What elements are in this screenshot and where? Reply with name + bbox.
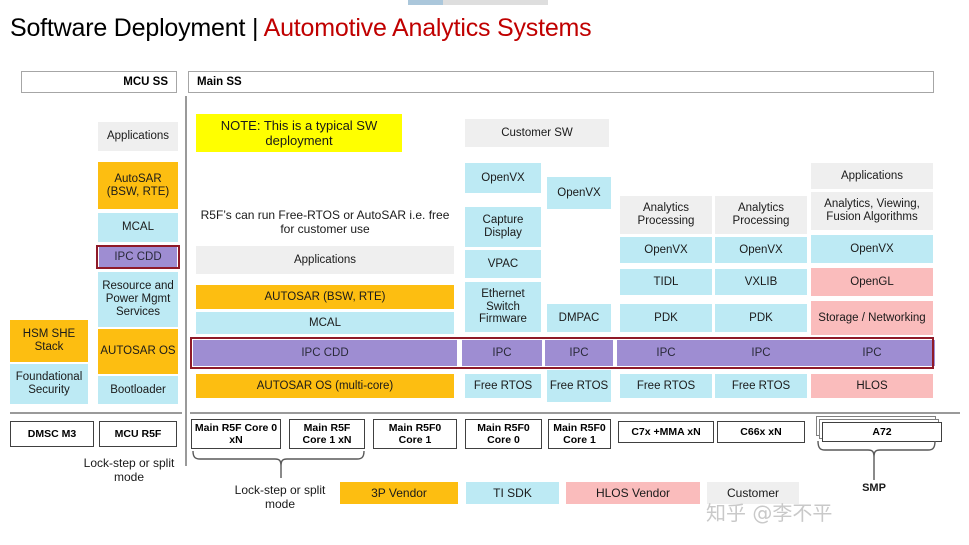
page-title-accent: Automotive Analytics Systems (263, 14, 592, 42)
col-d-openvx: OpenVX (715, 237, 807, 263)
col-d-ipc: IPC (712, 340, 810, 366)
hw-main-r5f0-core1-a: Main R5F0 Core 1 (373, 419, 457, 449)
main-customer-sw-label: Customer SW (501, 126, 573, 139)
mcu-autosar-os: AUTOSAR OS (98, 329, 178, 374)
legend-3p-vendor: 3P Vendor (340, 482, 458, 504)
mcu-bootloader-label: Bootloader (110, 383, 166, 396)
main-r5f-autosar-label: AUTOSAR (BSW, RTE) (264, 290, 386, 303)
col-b-dmpac: DMPAC (547, 304, 611, 332)
col-c-analytics-processing: Analytics Processing (620, 196, 712, 234)
legend-customer: Customer (707, 482, 799, 504)
header-main-ss-label: Main SS (197, 76, 242, 88)
col-a-free-rtos: Free RTOS (465, 374, 541, 398)
col-e-openvx: OpenVX (811, 235, 933, 263)
mcu-mcal-label: MCAL (122, 221, 154, 234)
mcu-autosar-bsw-rte: AutoSAR (BSW, RTE) (98, 162, 178, 209)
page-title-separator: | (245, 14, 264, 42)
mcu-mcal: MCAL (98, 213, 178, 242)
main-r5f-ipc-cdd-label: IPC CDD (301, 346, 349, 359)
watermark: 知乎 @李不平 (706, 501, 833, 525)
hw-main-r5f-core0-xn: Main R5F Core 0 xN (191, 419, 281, 449)
smp-label: SMP (862, 482, 886, 494)
mcu-foundational-security-label: Foundational Security (15, 371, 83, 396)
mcu-hsm-she-stack-label: HSM SHE Stack (22, 328, 76, 353)
col-c-free-rtos: Free RTOS (620, 374, 712, 398)
col-a-vpac: VPAC (465, 250, 541, 278)
col-d-pdk: PDK (715, 304, 807, 332)
main-r5f-applications: Applications (196, 246, 454, 274)
col-d-free-rtos: Free RTOS (715, 374, 807, 398)
col-a-ethernet-switch-firmware: Ethernet Switch Firmware (465, 282, 541, 332)
bracket-main-r5f (192, 450, 365, 467)
col-e-storage-networking: Storage / Networking (811, 301, 933, 335)
col-c-ipc: IPC (617, 340, 715, 366)
col-e-fusion-algorithms: Analytics, Viewing, Fusion Algorithms (811, 192, 933, 230)
hardware-divider-main (190, 412, 960, 414)
subsystem-divider (185, 96, 187, 466)
hw-main-r5f-core1-xn: Main R5F Core 1 xN (289, 419, 365, 449)
col-b-openvx: OpenVX (547, 177, 611, 209)
mcu-applications-label: Applications (106, 130, 169, 143)
note-callout: NOTE: This is a typical SW deployment (196, 114, 402, 152)
col-b-ipc: IPC (545, 340, 613, 366)
mcu-bootloader: Bootloader (98, 376, 178, 404)
col-b-free-rtos: Free RTOS (547, 370, 611, 402)
hw-dmsc-m3: DMSC M3 (10, 421, 94, 447)
main-r5f-autosar-os-label: AUTOSAR OS (multi-core) (256, 379, 394, 392)
header-mcu-ss: MCU SS (21, 71, 177, 93)
main-r5f-ipc-cdd: IPC CDD (193, 340, 457, 366)
main-r5f-mcal: MCAL (196, 312, 454, 334)
hw-mcu-r5f: MCU R5F (99, 421, 177, 447)
hw-c7x-mma-xn: C7x +MMA xN (618, 421, 714, 443)
lockstep-note-mcu: Lock-step or split mode (83, 456, 175, 485)
header-mcu-ss-label: MCU SS (123, 76, 168, 88)
hw-a72: A72 (822, 422, 942, 442)
col-e-hlos: HLOS (811, 374, 933, 398)
mcu-resource-power-mgmt-label: Resource and Power Mgmt Services (102, 280, 174, 318)
legend-ti-sdk: TI SDK (466, 482, 559, 504)
page-title: Software Deployment | Automotive Analyti… (10, 14, 592, 43)
mcu-ipc-cdd: IPC CDD (99, 247, 177, 268)
mcu-autosar-bsw-rte-label: AutoSAR (BSW, RTE) (106, 172, 170, 198)
col-a-capture-display: Capture Display (465, 207, 541, 247)
hw-main-r5f0-core1-b: Main R5F0 Core 1 (548, 419, 611, 449)
col-c-pdk: PDK (620, 304, 712, 332)
note-callout-text: NOTE: This is a typical SW deployment (220, 117, 378, 148)
col-c-tidl: TIDL (620, 269, 712, 295)
top-artifact-gray (443, 0, 548, 5)
hw-main-r5f0-core0: Main R5F0 Core 0 (465, 419, 542, 449)
col-e-opengl: OpenGL (811, 268, 933, 296)
main-r5f-mcal-label: MCAL (309, 316, 341, 329)
col-e-ipc: IPC (809, 340, 935, 366)
main-r5f-autosar-os: AUTOSAR OS (multi-core) (196, 374, 454, 398)
col-d-vxlib: VXLIB (715, 269, 807, 295)
col-a-openvx: OpenVX (465, 163, 541, 193)
header-main-ss: Main SS (188, 71, 934, 93)
mcu-ipc-cdd-label: IPC CDD (114, 251, 162, 264)
col-e-applications: Applications (811, 163, 933, 189)
hardware-divider-mcu (10, 412, 182, 414)
hw-c66x-xn: C66x xN (717, 421, 805, 443)
col-a-ipc: IPC (462, 340, 542, 366)
mcu-resource-power-mgmt: Resource and Power Mgmt Services (98, 272, 178, 327)
col-d-analytics-processing: Analytics Processing (715, 196, 807, 234)
page-title-main: Software Deployment (10, 14, 246, 42)
col-c-openvx: OpenVX (620, 237, 712, 263)
lockstep-note-main: Lock-step or split mode (234, 483, 326, 512)
mcu-foundational-security: Foundational Security (10, 364, 88, 404)
mcu-autosar-os-label: AUTOSAR OS (100, 345, 176, 358)
main-r5f-autosar: AUTOSAR (BSW, RTE) (196, 285, 454, 309)
bracket-a72-smp (817, 440, 936, 458)
legend-hlos-vendor: HLOS Vendor (566, 482, 700, 504)
top-artifact-blue (408, 0, 443, 5)
mcu-applications: Applications (98, 122, 178, 151)
r5f-note-text: R5F’s can run Free-RTOS or AutoSAR i.e. … (200, 208, 450, 237)
main-customer-sw: Customer SW (465, 119, 609, 147)
main-r5f-applications-label: Applications (293, 253, 356, 266)
mcu-hsm-she-stack: HSM SHE Stack (10, 320, 88, 362)
